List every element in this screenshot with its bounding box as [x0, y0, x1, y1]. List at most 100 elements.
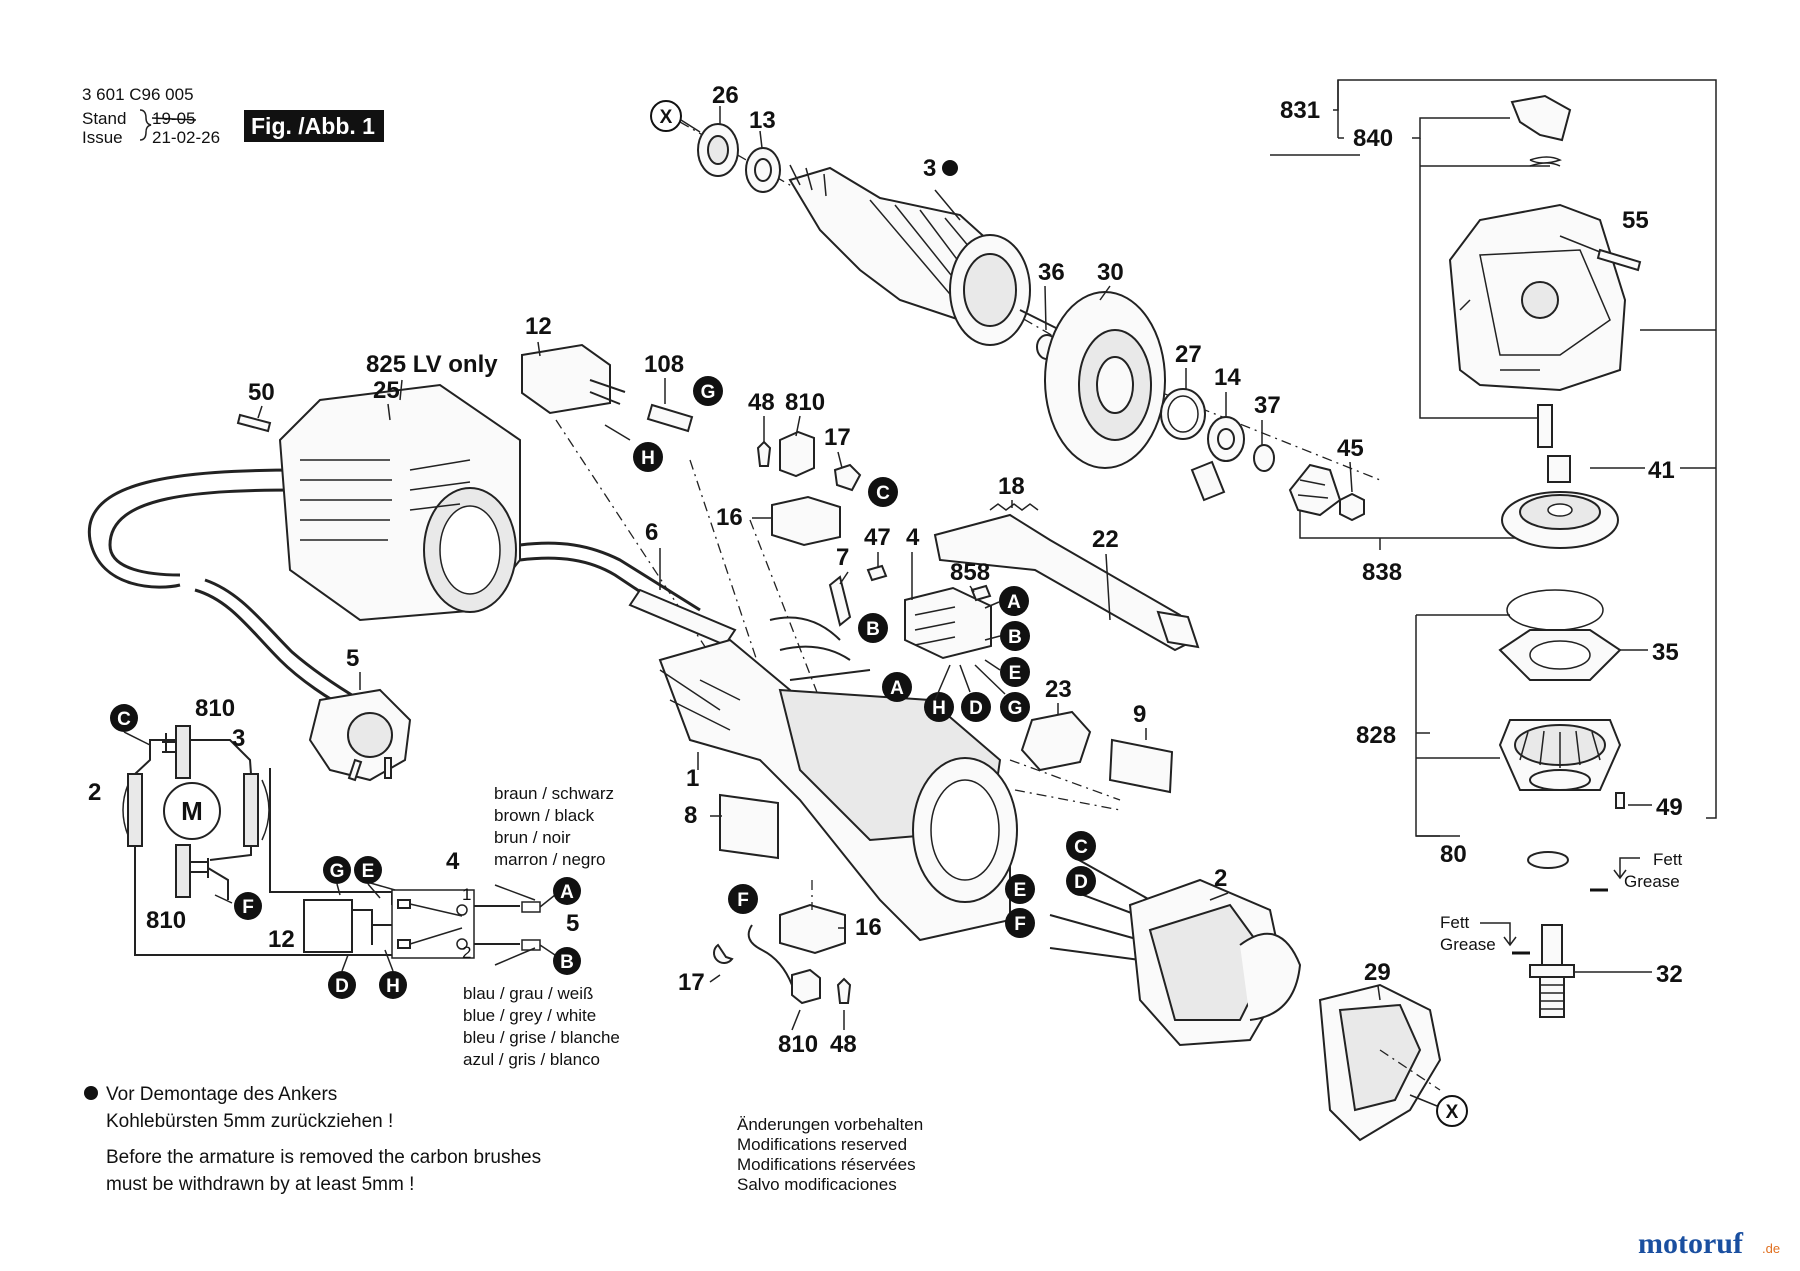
electrical-group	[521, 343, 1200, 701]
ball-bearing-13	[745, 147, 781, 193]
part-9: 9	[1133, 701, 1146, 728]
part-50: 50	[248, 379, 275, 406]
brush-wire	[747, 924, 793, 986]
part-4: 4	[906, 524, 920, 551]
part-1: 1	[686, 765, 699, 792]
part-108: 108	[644, 351, 684, 378]
svg-text:B: B	[866, 619, 880, 640]
part-48-top: 48	[748, 389, 775, 416]
grease-fett-right: Fett	[1653, 850, 1683, 869]
schem-cord-leads	[539, 894, 556, 956]
badge-x-bottom: X	[1409, 1094, 1468, 1127]
svg-text:E: E	[362, 861, 375, 882]
mod-de: Änderungen vorbehalten	[737, 1115, 923, 1134]
bracket-831	[1333, 79, 1717, 819]
schem-motor	[163, 782, 221, 840]
schem-brush-bottom	[175, 844, 191, 898]
label-9	[1108, 738, 1174, 794]
note-de-1: Vor Demontage des Ankers	[106, 1084, 337, 1105]
issue-date: 21-02-26	[152, 128, 220, 147]
cord-loop-upper	[87, 468, 301, 589]
spring-17-top	[833, 463, 862, 492]
modifications-note: Änderungen vorbehalten Modifications res…	[737, 1115, 923, 1194]
note-de-2: Kohlebürsten 5mm zurückziehen !	[106, 1111, 393, 1132]
schem-cord-end-a	[521, 901, 541, 913]
washer-80	[1527, 851, 1569, 869]
part-831: 831	[1280, 97, 1320, 124]
part-47: 47	[864, 524, 891, 551]
part-840: 840	[1353, 125, 1393, 152]
color-bottom-3: bleu / grise / blanche	[463, 1028, 620, 1047]
part-14: 14	[1214, 364, 1241, 391]
needle-sleeve-41	[1547, 455, 1571, 483]
svg-text:A: A	[560, 882, 574, 903]
screw-48-top	[756, 440, 772, 467]
badge-c-field: C	[1066, 831, 1096, 861]
color-top-1: braun / schwarz	[494, 784, 614, 803]
svg-text:H: H	[641, 448, 655, 469]
mod-en: Modifications reserved	[737, 1135, 907, 1154]
color-top-3: brun / noir	[494, 828, 571, 847]
wire-to-H	[604, 424, 631, 441]
part-23	[1020, 710, 1092, 772]
badge-x-top: X	[650, 100, 701, 133]
screw-50	[236, 413, 272, 433]
grease-arrow-left	[1480, 922, 1517, 947]
svg-text:C: C	[117, 709, 131, 730]
badge-h-switch: H	[924, 692, 954, 722]
color-bottom-4: azul / gris / blanco	[463, 1050, 600, 1069]
svg-text:H: H	[386, 976, 400, 997]
part-32: 32	[1656, 961, 1683, 988]
svg-text:C: C	[1074, 837, 1088, 858]
spindle-32	[1529, 924, 1575, 1018]
mod-es: Salvo modificaciones	[737, 1175, 897, 1194]
watermark: motoruf .de	[1638, 1227, 1780, 1260]
svg-text:C: C	[876, 483, 890, 504]
armature-note: Vor Demontage des Ankers Kohlebürsten 5m…	[84, 1084, 541, 1195]
badge-a-switch-top: A	[999, 586, 1029, 616]
svg-text:F: F	[1014, 914, 1026, 935]
badge-f-field: F	[1005, 908, 1035, 938]
schem-wire-3	[134, 846, 396, 956]
cord-group	[87, 468, 701, 782]
capacitor-wires	[589, 379, 626, 405]
schem-cord-end-b	[521, 939, 541, 951]
schem-wire-1	[134, 739, 176, 775]
schem-12: 12	[268, 926, 295, 953]
cord-loop-inner	[108, 488, 301, 577]
badge-c-schem: C	[110, 704, 138, 732]
schem-switch-pin1	[456, 904, 468, 916]
schem-badge-leads	[123, 731, 394, 972]
label-8	[719, 793, 779, 860]
badge-g-schem: G	[323, 856, 351, 884]
stand-date-strike	[151, 117, 197, 121]
schem-brush-top-term	[162, 733, 176, 753]
svg-text:B: B	[560, 952, 574, 973]
part-30: 30	[1097, 259, 1124, 286]
plug-5	[308, 688, 412, 782]
part-5: 5	[346, 645, 359, 672]
part-22: 22	[1092, 526, 1119, 553]
guard-29	[1318, 983, 1442, 1142]
spring-840	[1529, 156, 1562, 167]
housing-cover-25	[236, 383, 521, 622]
color-legend-top: braun / schwarz brown / black brun / noi…	[494, 784, 614, 869]
cord-right	[519, 541, 701, 612]
part-49: 49	[1656, 794, 1683, 821]
guides-9	[1009, 759, 1121, 811]
stand-label: Stand	[82, 109, 126, 128]
schem-switch-pin2	[456, 938, 468, 950]
mod-fr: Modifications réservées	[737, 1155, 916, 1174]
badge-d-switch: D	[961, 692, 991, 722]
part-2: 2	[1214, 865, 1227, 892]
issue-label: Issue	[82, 128, 123, 147]
schem-3: 3	[232, 725, 245, 752]
screw-55	[1596, 248, 1642, 272]
bearing-flange-828	[1498, 719, 1622, 791]
svg-text:G: G	[330, 861, 345, 882]
schematic-labels: 810 3 2 810 12 4 5 1 2	[88, 695, 579, 962]
schem-capacitor	[303, 899, 353, 953]
schem-810-bottom: 810	[146, 907, 186, 934]
field-winding-2	[1049, 854, 1302, 1047]
